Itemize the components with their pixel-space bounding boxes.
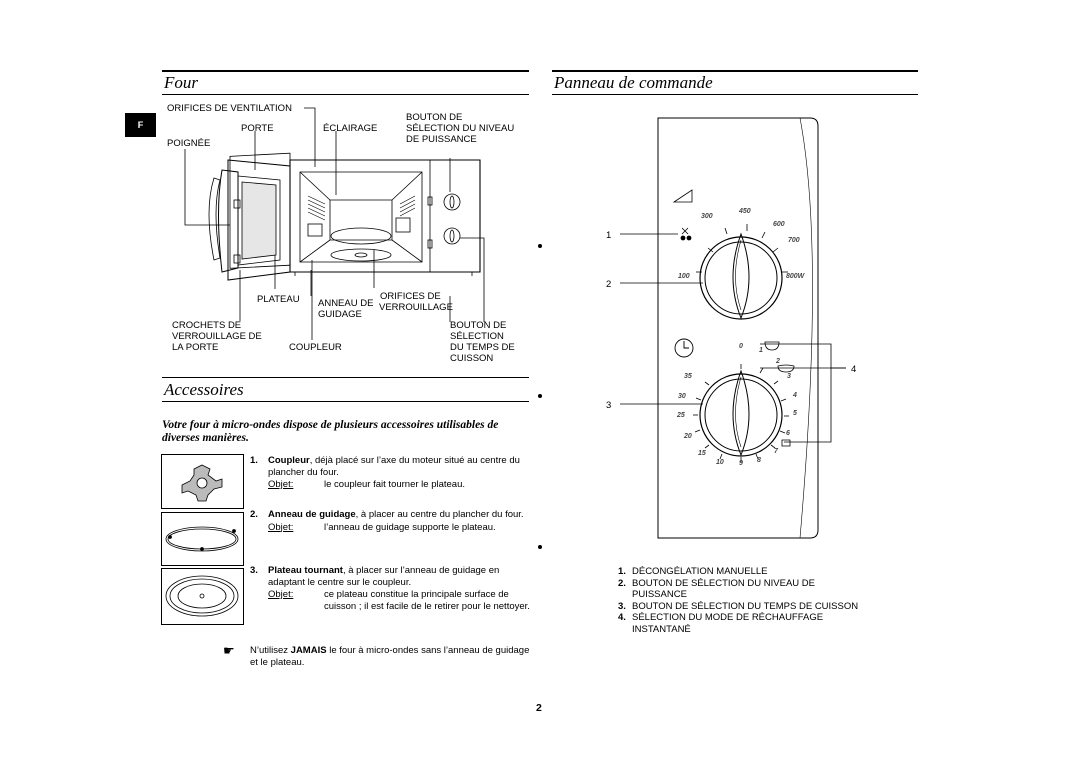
margin-dot [538,244,542,248]
margin-dot [538,545,542,549]
coupler-icon [181,464,223,502]
margin-dot [538,394,542,398]
accessories-intro: Votre four à micro-ondes dispose de plus… [162,419,499,444]
time-scale-30: 30 [678,393,686,400]
callout-4: 4 [851,364,856,375]
power-scale-800w: 800W [786,273,806,280]
time-scale-6: 6 [786,430,790,437]
time-scale-4: 4 [792,392,797,399]
accessory-item-1: 1. Coupleur, déjà placé sur l’axe du mot… [250,455,520,490]
four-title: Four [164,73,198,92]
label-vents: ORIFICES DE VENTILATION [167,103,292,114]
four-top-rule [162,70,529,72]
time-scale-2: 2 [775,358,780,365]
warning-note: N’utilisez JAMAIS le four à micro-ondes … [250,645,530,668]
tray-image [161,568,244,625]
accessories-title: Accessoires [164,380,244,399]
time-scale-8: 8 [757,457,761,464]
legend-item-2: 2.BOUTON DE SÉLECTION DU NIVEAU DE PUISS… [618,577,815,601]
time-scale-15: 15 [698,450,706,457]
callout-3: 3 [606,400,611,411]
power-scale-100: 100 [678,273,690,280]
four-bottom-rule [162,94,529,95]
callout-1: 1 [606,230,611,241]
coupler-image [161,454,244,509]
label-light: ÉCLAIRAGE [323,123,378,134]
page-number: 2 [536,702,542,714]
oven-illustration [184,107,485,340]
turntable-icon [165,575,239,617]
time-scale-7: 7 [774,448,779,455]
time-scale-35: 35 [684,373,692,380]
power-scale-300: 300 [701,213,713,220]
ring-image [161,512,244,566]
accessory-item-3: 3. Plateau tournant, à placer sur l’anne… [250,565,530,612]
time-scale-1: 1 [759,347,763,354]
pointing-hand-icon: ☛ [223,643,235,658]
control-panel-illustration: 300 450 600 700 800W 100 0 1 2 3 4 5 6 7… [606,117,856,539]
roller-ring-icon [165,526,239,552]
callout-2: 2 [606,279,611,290]
label-coupler: COUPLEUR [289,342,342,353]
legend-item-4: 4.SÉLECTION DU MODE DE RÉCHAUFFAGE INSTA… [618,612,824,635]
power-scale-700: 700 [788,237,800,244]
panel-legend: 1.DÉCONGÉLATION MANUELLE 2.BOUTON DE SÉL… [618,566,898,635]
label-tray: PLATEAU [257,294,300,305]
panel-bottom-rule [552,94,918,95]
accessories-top-rule [162,377,529,378]
power-scale-600: 600 [773,221,785,228]
label-door: PORTE [241,123,274,134]
panel-title: Panneau de commande [554,73,713,92]
time-scale-10: 10 [716,459,724,466]
power-scale-450: 450 [738,208,751,215]
legend-item-1: 1.DÉCONGÉLATION MANUELLE [618,566,768,577]
time-scale-9: 9 [739,460,743,467]
time-scale-20: 20 [683,433,692,440]
time-scale-0: 0 [739,343,743,350]
accessories-bottom-rule [162,401,529,402]
panel-top-rule [552,70,918,72]
time-scale-25: 25 [676,412,685,419]
legend-item-3: 3.BOUTON DE SÉLECTION DU TEMPS DE CUISSO… [618,600,859,612]
time-scale-5: 5 [793,410,797,417]
time-scale-3: 3 [787,373,791,380]
label-handle: POIGNÉE [167,138,211,149]
accessory-item-2: 2. Anneau de guidage, à placer au centre… [250,509,524,533]
language-tab: F [125,113,156,137]
